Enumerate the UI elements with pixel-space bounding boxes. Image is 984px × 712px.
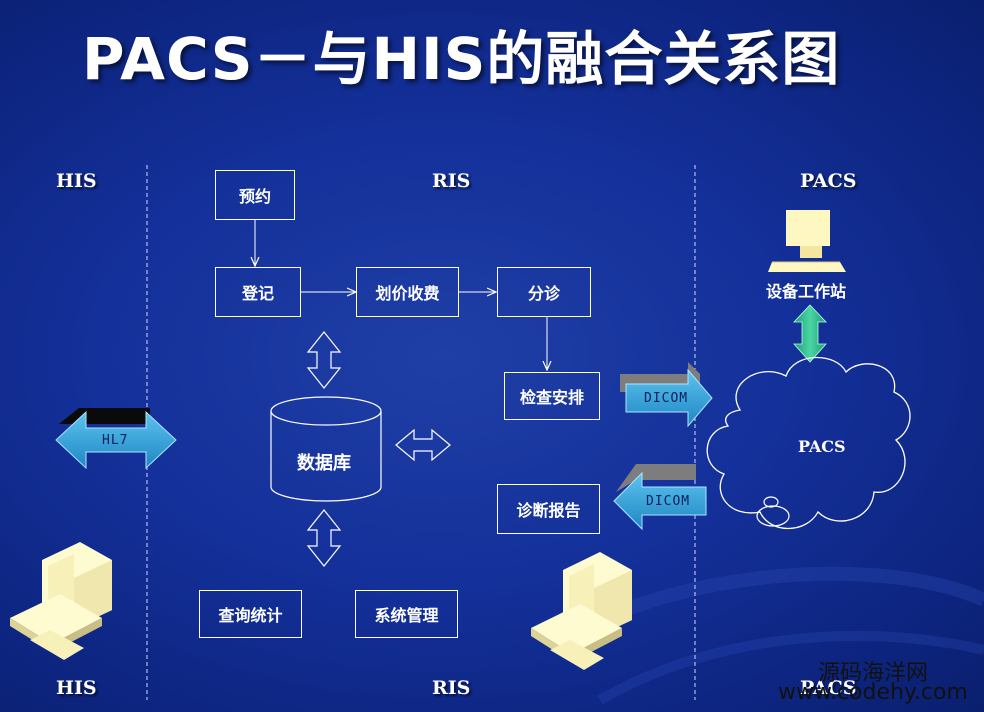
database-label: 数据库 bbox=[297, 453, 351, 474]
double-arrow-db-right bbox=[395, 428, 451, 462]
box-registration: 登记 bbox=[215, 267, 301, 317]
section-label-his-top: HIS bbox=[56, 170, 97, 192]
box-pricing: 划价收费 bbox=[356, 267, 459, 317]
box-exam-schedule: 检查安排 bbox=[504, 372, 600, 420]
cloud-bubble-small bbox=[763, 496, 779, 508]
dicom-out-label: DICOM bbox=[644, 391, 689, 406]
section-label-his-bottom: HIS bbox=[56, 677, 97, 699]
section-label-ris-top: RIS bbox=[432, 170, 471, 192]
watermark-line1: 源码海洋网 bbox=[818, 661, 929, 686]
section-label-pacs-top: PACS bbox=[800, 170, 857, 192]
pacs-cloud-label: PACS bbox=[798, 437, 846, 456]
watermark-line2: www.codehy.com bbox=[778, 680, 968, 705]
dicom-out-arrow bbox=[620, 362, 713, 428]
cloud-bubble-large bbox=[756, 505, 790, 527]
section-label-ris-bottom: RIS bbox=[432, 677, 471, 699]
box-system-mgmt: 系统管理 bbox=[355, 590, 458, 638]
double-arrow-db-bottom bbox=[306, 509, 342, 567]
double-arrow-db-top bbox=[306, 331, 342, 389]
database-cylinder bbox=[270, 396, 382, 502]
dicom-in-arrow bbox=[613, 464, 707, 531]
dicom-in-label: DICOM bbox=[646, 494, 691, 509]
hl7-label: HL7 bbox=[102, 433, 129, 448]
green-double-arrow bbox=[793, 304, 827, 363]
workstation-label: 设备工作站 bbox=[766, 282, 847, 301]
box-query-stats: 查询统计 bbox=[199, 590, 302, 638]
hl7-arrow bbox=[55, 408, 177, 470]
box-triage: 分诊 bbox=[497, 267, 591, 317]
box-appointment: 预约 bbox=[215, 170, 295, 220]
page-title: PACS－与HIS的融合关系图 bbox=[82, 25, 841, 93]
workstation-computer-icon bbox=[768, 210, 846, 272]
his-computer-icon bbox=[10, 542, 112, 660]
pacs-cloud bbox=[706, 356, 911, 530]
section-label-pacs-bottom: PACS bbox=[800, 677, 857, 699]
box-diagnosis-report: 诊断报告 bbox=[497, 484, 600, 534]
ris-computer-icon bbox=[531, 552, 632, 670]
